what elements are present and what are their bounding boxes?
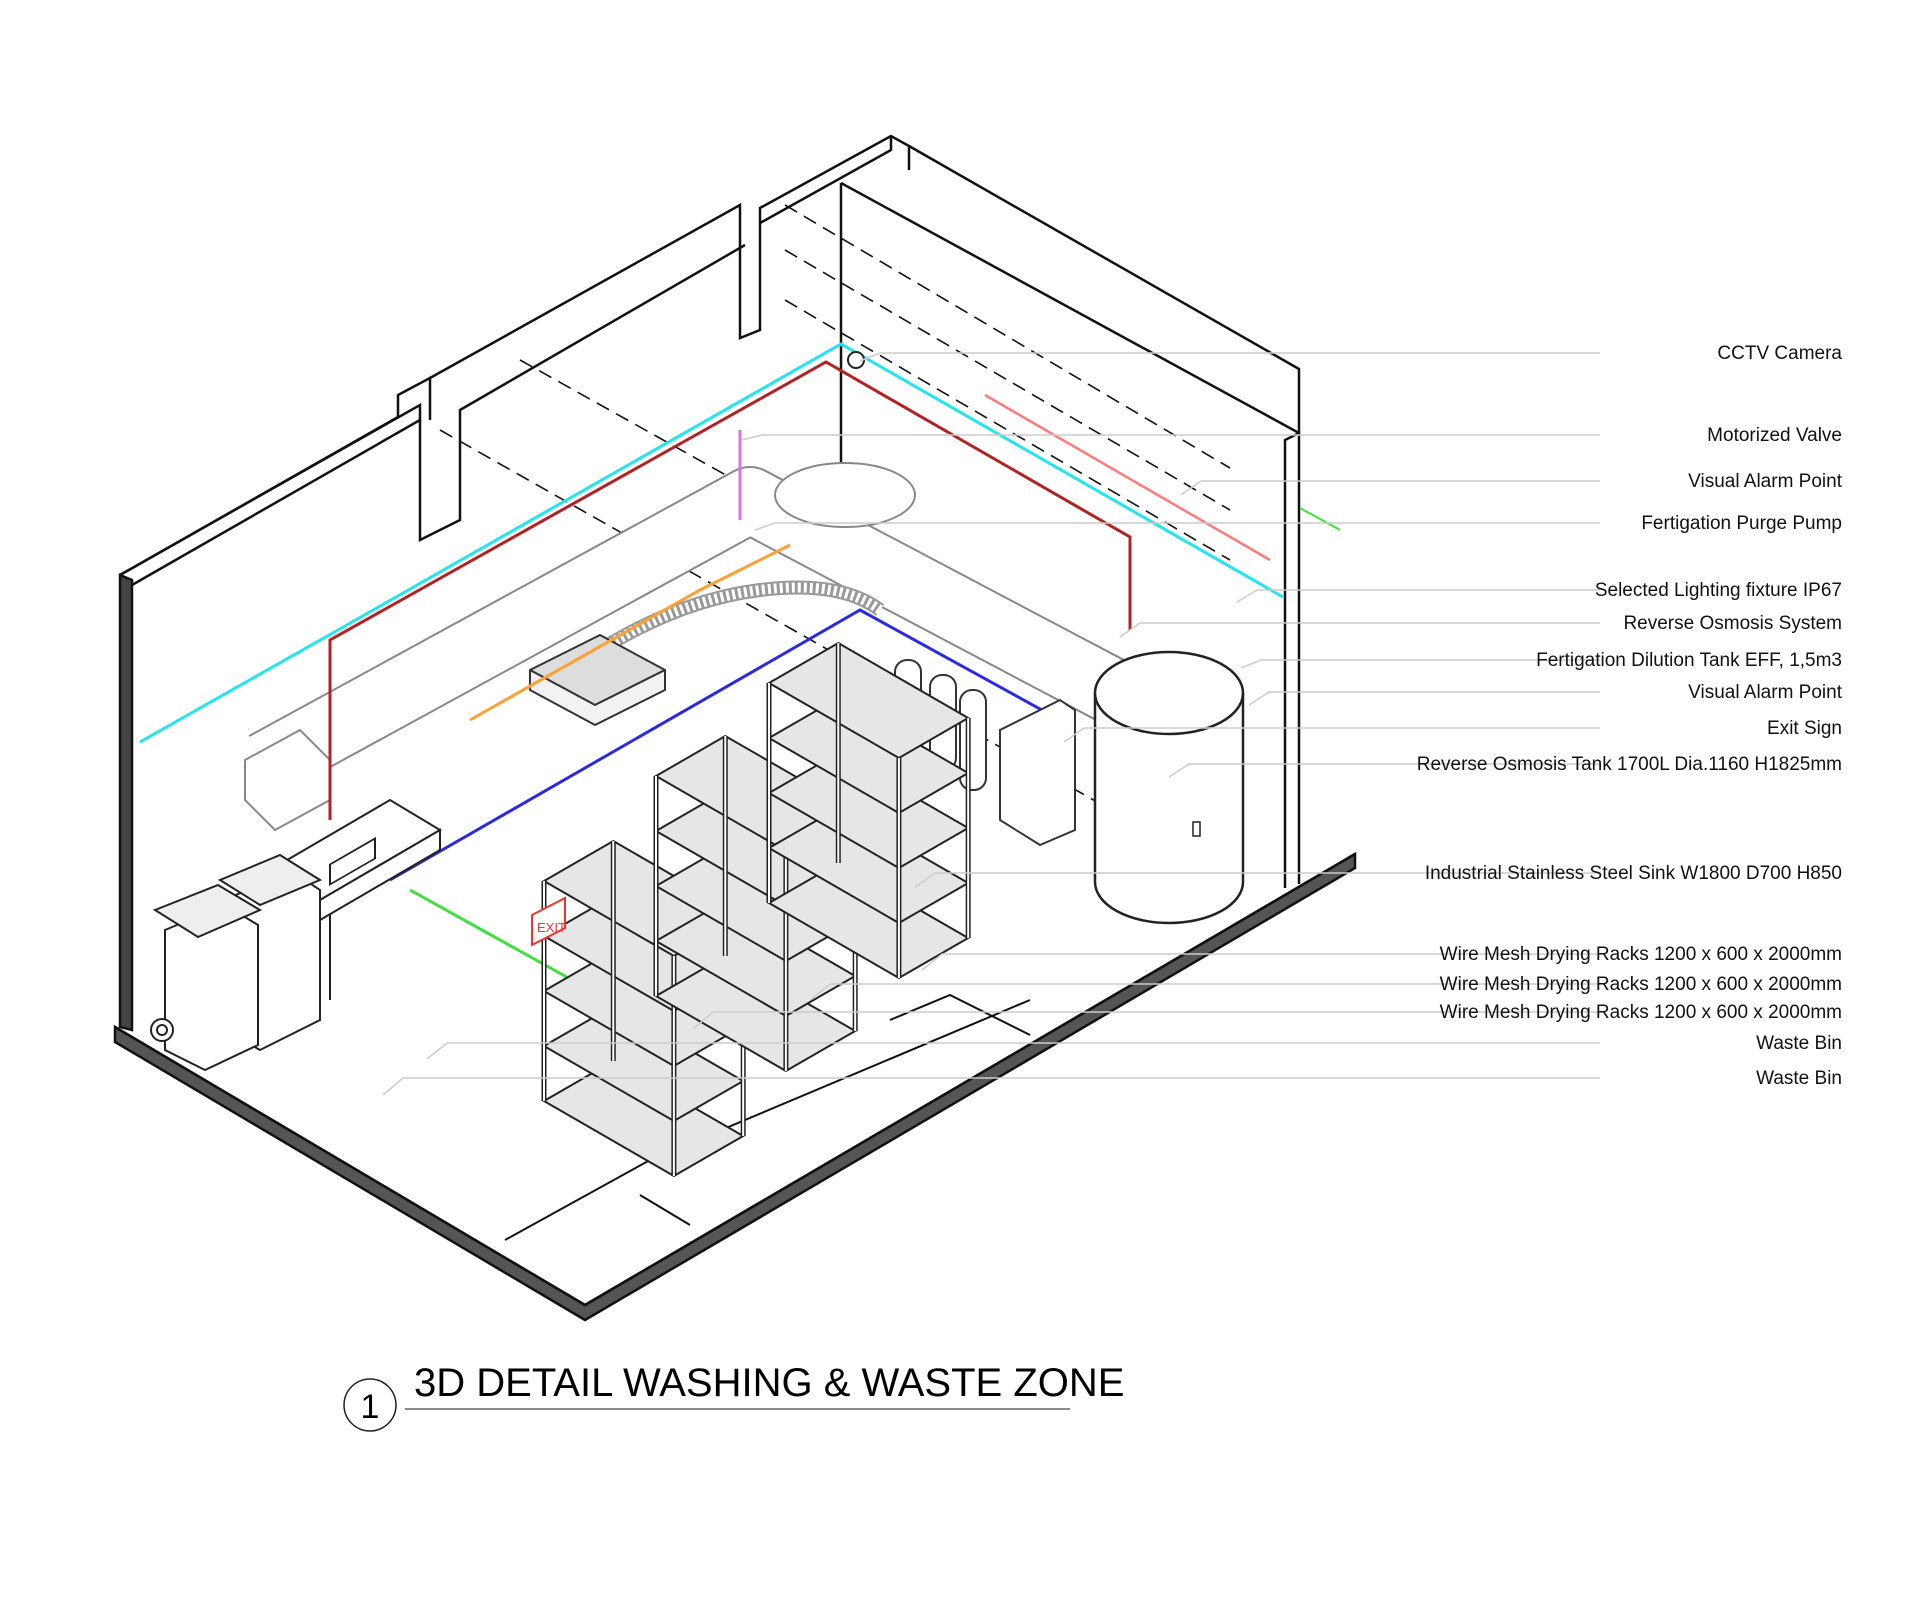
label-purge-pump: Fertigation Purge Pump: [1641, 513, 1842, 534]
leader-lines: [382, 352, 1600, 1096]
leader-line-purge-pump: [754, 522, 1600, 531]
label-lighting: Selected Lighting fixture IP67: [1595, 580, 1842, 601]
label-visual-alarm-2: Visual Alarm Point: [1688, 682, 1843, 703]
ro-tank: [1093, 650, 1245, 925]
label-rack-2: Wire Mesh Drying Racks 1200 x 600 x 2000…: [1440, 974, 1842, 995]
leader-line-visual-alarm-1: [1180, 480, 1600, 496]
ventilation-duct: [244, 462, 1126, 831]
exit-sign-text: EXIT: [537, 920, 566, 935]
label-ro-tank: Reverse Osmosis Tank 1700L Dia.1160 H182…: [1417, 754, 1842, 775]
service-lines: [139, 342, 1341, 992]
leader-line-sink: [914, 872, 1600, 888]
label-dilution-tank: Fertigation Dilution Tank EFF, 1,5m3: [1536, 650, 1842, 671]
leader-line-exit-sign: [1063, 727, 1600, 743]
leader-line-cctv: [859, 352, 1600, 362]
leader-line-ro-system: [1119, 622, 1600, 638]
leader-line-dilution-tank: [1240, 659, 1600, 669]
drawing-title-block: 1 3D DETAIL WASHING & WASTE ZONE: [343, 1361, 1124, 1432]
label-sink: Industrial Stainless Steel Sink W1800 D7…: [1425, 863, 1842, 884]
drawing-number: 1: [361, 1388, 380, 1426]
leader-line-ro-tank: [1168, 763, 1600, 778]
cctv-line: [139, 342, 1284, 744]
label-cctv: CCTV Camera: [1717, 343, 1842, 364]
label-ro-system: Reverse Osmosis System: [1623, 613, 1842, 634]
label-rack-1: Wire Mesh Drying Racks 1200 x 600 x 2000…: [1440, 944, 1842, 965]
label-motorized-valve: Motorized Valve: [1707, 425, 1842, 446]
leader-line-visual-alarm-2: [1248, 691, 1600, 706]
waste-bins: [150, 853, 323, 1072]
leader-line-rack-3: [692, 1011, 1600, 1030]
drying-racks: [541, 641, 971, 1178]
power-line: [389, 608, 1061, 882]
leader-line-rack-1: [921, 953, 1600, 971]
label-exit-sign: Exit Sign: [1767, 718, 1842, 739]
leader-line-rack-2: [809, 983, 1600, 1001]
label-waste-bin-1: Waste Bin: [1756, 1033, 1842, 1054]
leader-line-motorized-valve: [741, 434, 1600, 441]
floor-slab: [113, 851, 1357, 1322]
exit-sign: EXIT: [531, 896, 566, 947]
drawing-number-circle: [343, 1378, 397, 1432]
fire-line: [328, 360, 1132, 820]
label-waste-bin-2: Waste Bin: [1756, 1068, 1842, 1089]
leader-line-lighting: [1236, 589, 1600, 603]
leader-line-waste-bin-1: [426, 1042, 1600, 1060]
label-visual-alarm-1: Visual Alarm Point: [1688, 471, 1843, 492]
drawing-title: 3D DETAIL WASHING & WASTE ZONE: [414, 1361, 1124, 1405]
drain-line: [409, 888, 591, 992]
fertigation-line: [469, 543, 791, 722]
drying-rack: [766, 641, 971, 980]
label-rack-3: Wire Mesh Drying Racks 1200 x 600 x 2000…: [1440, 1002, 1842, 1023]
leader-line-waste-bin-2: [382, 1077, 1600, 1096]
water-line: [984, 393, 1271, 562]
